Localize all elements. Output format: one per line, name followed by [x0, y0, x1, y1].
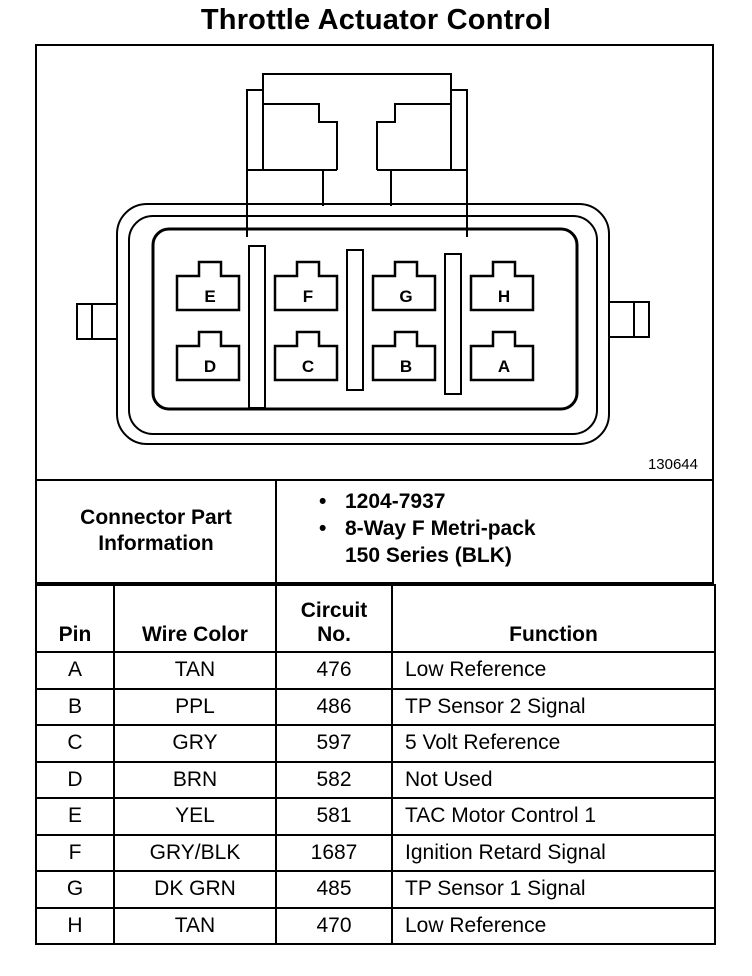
pin-cell: C [35, 724, 115, 763]
pin-label-a: A [498, 357, 510, 376]
bullet-icon: • [319, 490, 327, 513]
table-row: F GRY/BLK 1687 Ignition Retard Signal [35, 833, 716, 872]
pin-cell: A [35, 651, 115, 690]
pin-cavity-h [469, 260, 535, 312]
pin-cavity-e [175, 260, 241, 312]
header-circuit: Circuit No. [275, 584, 393, 653]
pin-cavity-f [273, 260, 339, 312]
header-pin: Pin [35, 584, 115, 653]
table-header-row: Pin Wire Color Circuit No. Function [35, 584, 716, 653]
header-wire-color: Wire Color [113, 584, 277, 653]
function-cell: Ignition Retard Signal [391, 833, 716, 872]
table-row: D BRN 582 Not Used [35, 760, 716, 799]
connector-face-drawing: E F G H D C B A [76, 73, 650, 445]
pin-cavity-b [371, 330, 437, 382]
function-cell: TP Sensor 2 Signal [391, 687, 716, 726]
pin-cell: D [35, 760, 115, 799]
table-row: E YEL 581 TAC Motor Control 1 [35, 797, 716, 836]
wire-color-cell: PPL [113, 687, 277, 726]
diagram-id: 130644 [647, 456, 698, 473]
info-item: • 8-Way F Metri-pack 150 Series (BLK) [319, 515, 712, 569]
pin-label-d: D [204, 357, 216, 376]
circuit-cell: 597 [275, 724, 393, 763]
info-item: • 1204-7937 [319, 488, 712, 515]
circuit-cell: 581 [275, 797, 393, 836]
info-list: • 1204-7937 • 8-Way F Metri-pack 150 Ser… [279, 480, 712, 582]
pin-cell: G [35, 870, 115, 909]
circuit-cell: 485 [275, 870, 393, 909]
function-cell: TAC Motor Control 1 [391, 797, 716, 836]
table-row: C GRY 597 5 Volt Reference [35, 724, 716, 763]
circuit-cell: 470 [275, 906, 393, 945]
wire-color-cell: GRY/BLK [113, 833, 277, 872]
circuit-cell: 582 [275, 760, 393, 799]
bullet-icon: • [319, 517, 327, 540]
wire-color-cell: GRY [113, 724, 277, 763]
page-title: Throttle Actuator Control [200, 4, 552, 36]
pin-label-f: F [303, 287, 313, 306]
table-row: A TAN 476 Low Reference [35, 651, 716, 690]
wire-color-cell: TAN [113, 906, 277, 945]
pin-cavity-a [469, 330, 535, 382]
wire-color-cell: BRN [113, 760, 277, 799]
connector-diagram: E F G H D C B A 130644 [35, 44, 714, 481]
table-row: G DK GRN 485 TP Sensor 1 Signal [35, 870, 716, 909]
circuit-cell: 476 [275, 651, 393, 690]
table-row: B PPL 486 TP Sensor 2 Signal [35, 687, 716, 726]
pin-cavity-d [175, 330, 241, 382]
function-cell: Not Used [391, 760, 716, 799]
circuit-cell: 1687 [275, 833, 393, 872]
part-number: 1204-7937 [345, 490, 446, 513]
table-row: H TAN 470 Low Reference [35, 906, 716, 945]
wire-color-cell: TAN [113, 651, 277, 690]
pin-label-h: H [498, 287, 510, 306]
pin-label-c: C [302, 357, 314, 376]
wire-color-cell: DK GRN [113, 870, 277, 909]
pin-cavity-c [273, 330, 339, 382]
pinout-table: Pin Wire Color Circuit No. Function A TA… [35, 584, 716, 945]
info-label-text: Connector Part Information [80, 506, 232, 555]
pin-label-b: B [400, 357, 412, 376]
function-cell: Low Reference [391, 651, 716, 690]
info-label: Connector Part Information [37, 480, 277, 582]
pin-label-e: E [204, 287, 215, 306]
pin-cell: B [35, 687, 115, 726]
circuit-cell: 486 [275, 687, 393, 726]
function-cell: 5 Volt Reference [391, 724, 716, 763]
wire-color-cell: YEL [113, 797, 277, 836]
connector-part-info: Connector Part Information • 1204-7937 •… [35, 480, 714, 584]
function-cell: TP Sensor 1 Signal [391, 870, 716, 909]
pin-cavity-g [371, 260, 437, 312]
pin-cell: F [35, 833, 115, 872]
header-function: Function [391, 584, 716, 653]
connector-description: 8-Way F Metri-pack 150 Series (BLK) [345, 517, 536, 567]
function-cell: Low Reference [391, 906, 716, 945]
pin-cell: H [35, 906, 115, 945]
pin-label-g: G [399, 287, 412, 306]
pin-cell: E [35, 797, 115, 836]
